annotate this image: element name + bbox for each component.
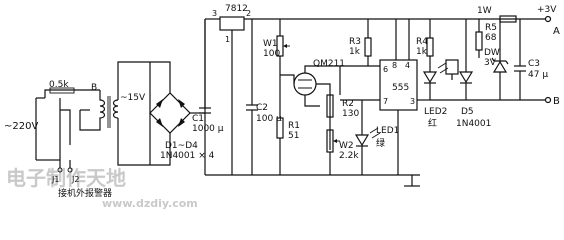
r3-label: R3 (349, 37, 361, 47)
reg-pin3: 3 (212, 9, 217, 18)
resistor-r5: R5 68 (475, 19, 497, 58)
c1-label: C1 (192, 114, 204, 124)
reg-label: 7812 (225, 4, 248, 14)
power-label: 1W (477, 6, 492, 16)
r5-value: 68 (485, 33, 497, 43)
qm-label: QM211 (313, 59, 345, 69)
capacitor-c3: C3 47 μ (514, 19, 548, 100)
transformer: B ~15V (79, 61, 150, 166)
j2-label: J2 (71, 175, 79, 184)
d5-label: D5 (461, 107, 474, 117)
secondary-label: ~15V (120, 93, 146, 103)
ic-555: 555 6 8 4 7 3 (340, 19, 430, 175)
mains-label: ~220V (4, 121, 38, 132)
fuse: 0.5k (49, 80, 75, 94)
d1d4-label: D1~D4 (165, 141, 198, 151)
resistor-r4: R4 1k (416, 19, 434, 72)
resistor-r3: R3 1k (349, 19, 372, 66)
led2-color: 红 (428, 117, 437, 129)
c2-value: 100 μ (256, 114, 282, 124)
w2-label: W2 (339, 141, 354, 151)
reg-pin2: 2 (246, 9, 251, 18)
led2-label: LED2 (424, 107, 447, 117)
mains-input: ~220V (4, 89, 100, 161)
resistor-r1: R1 51 (276, 75, 300, 175)
regulator-7812: 7812 3 2 1 (205, 4, 380, 175)
resistor-r2: R2 130 (326, 94, 359, 119)
dw-label: DW (484, 48, 500, 58)
watermark-url: www.dzdiy.com (102, 197, 198, 210)
zener-dw: DW 3V (484, 19, 509, 100)
c3-label: C3 (528, 59, 540, 69)
alarm-switches: J1 J2 接机外报警器 (51, 98, 112, 199)
relay-coil (445, 59, 459, 80)
reg-pin1: 1 (225, 35, 230, 44)
r1-label: R1 (288, 121, 300, 131)
sensor-qm211: QM211 (280, 59, 345, 150)
ic-pin3: 3 (410, 97, 415, 106)
fuse-label: 0.5k (49, 80, 69, 90)
r2-value: 130 (342, 109, 359, 119)
vout-label: +3V (537, 5, 557, 15)
watermark-text: 电子制作天地 (6, 166, 126, 190)
led2: LED2 红 (422, 62, 449, 129)
c1-value: 1000 μ (192, 124, 224, 134)
r1-value: 51 (288, 131, 299, 141)
r5-label: R5 (485, 23, 497, 33)
potentiometer-w1: W1 100 (263, 19, 290, 75)
potentiometer-w2: W2 2.2k (326, 129, 359, 175)
r3-value: 1k (349, 47, 361, 57)
ic-pin6: 6 (383, 65, 388, 74)
r2-label: R2 (342, 99, 354, 109)
diode-d5: D5 1N4001 (456, 19, 491, 129)
transformer-label: B (91, 83, 97, 93)
j1-label: J1 (51, 175, 59, 184)
dw-value: 3V (484, 58, 497, 68)
output-terminals: 1W +3V A B (380, 5, 560, 107)
terminal-a: A (553, 26, 560, 37)
led1-color: 绿 (376, 137, 385, 149)
led1-label: LED1 (376, 126, 399, 136)
capacitor-c1: C1 1000 μ (192, 19, 224, 134)
c3-value: 47 μ (528, 70, 548, 80)
terminal-b: B (553, 96, 560, 107)
r4-value: 1k (416, 47, 428, 57)
w1-label: W1 (263, 39, 278, 49)
capacitor-c2: C2 100 μ (246, 19, 282, 175)
w1-value: 100 (263, 49, 280, 59)
led1: LED1 绿 (354, 100, 399, 175)
w2-value: 2.2k (339, 151, 359, 161)
circuit-canvas: 电子制作天地 www.dzdiy.com ~220V 0.5k J1 J2 接机… (4, 4, 560, 210)
d1d4-part: 1N4001 × 4 (160, 151, 215, 161)
r4-label: R4 (416, 37, 428, 47)
ic-pin8: 8 (392, 61, 397, 70)
ic-pin7: 7 (383, 97, 388, 106)
c2-label: C2 (256, 103, 268, 113)
bridge-rectifier: D1~D4 1N4001 × 4 (149, 61, 215, 166)
schematic-diagram: 电子制作天地 www.dzdiy.com ~220V 0.5k J1 J2 接机… (4, 4, 560, 210)
ic-label: 555 (392, 83, 409, 93)
ic-pin4: 4 (405, 61, 410, 70)
alarm-note: 接机外报警器 (58, 187, 112, 199)
d5-part: 1N4001 (456, 119, 491, 129)
